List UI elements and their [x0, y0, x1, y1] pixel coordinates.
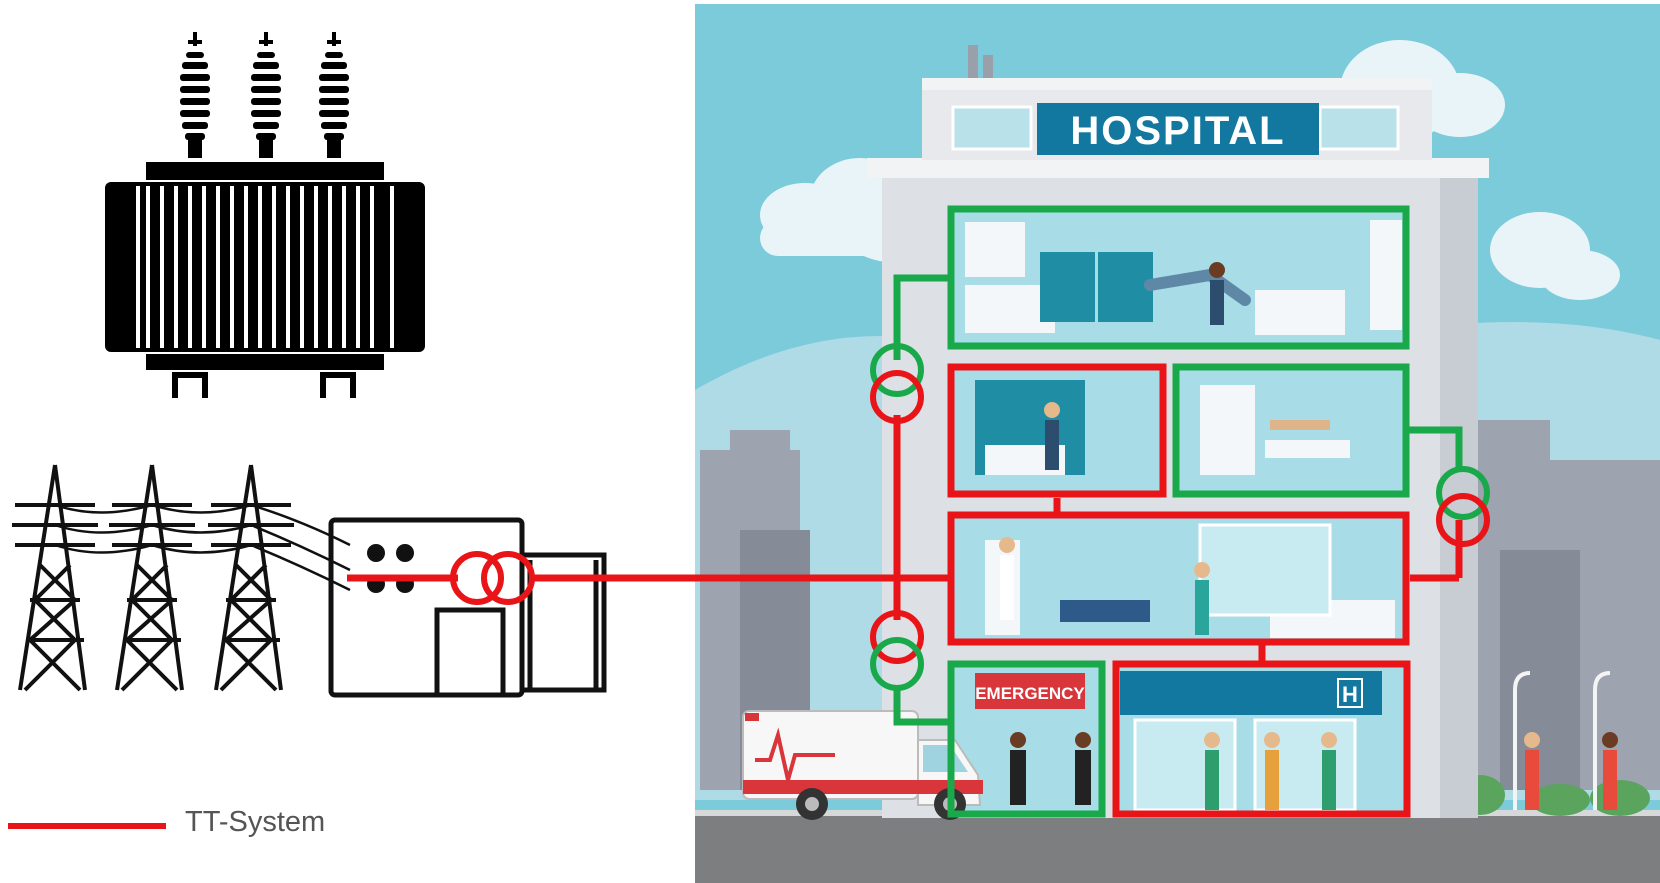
tower-2	[109, 464, 195, 692]
transformer-symbol-icon	[1436, 466, 1490, 547]
substation-terminals	[367, 544, 414, 593]
hospital-sign-text: HOSPITAL	[1070, 109, 1285, 153]
bushing-1	[180, 32, 210, 158]
transformer-symbol-icon	[870, 610, 924, 691]
bushing-3	[319, 32, 349, 158]
hospital-scene	[695, 4, 1660, 883]
room-tt-ward	[947, 363, 1167, 498]
transformer-symbol-icon	[870, 343, 924, 424]
tt-network	[347, 415, 1463, 662]
room-it-emergency	[947, 660, 1106, 818]
hospital-sign	[1037, 103, 1319, 155]
room-it-top	[947, 205, 1410, 350]
room-tt-clinic	[1112, 660, 1411, 818]
transformer-symbol-icon	[450, 551, 535, 605]
substation-icon	[328, 517, 607, 698]
room-tt-waiting	[947, 511, 1410, 646]
it-network	[893, 274, 1463, 726]
room-frames	[947, 205, 1411, 818]
tt-system-legend-line	[8, 823, 166, 829]
tt-system-legend-label: TT-System	[185, 806, 326, 838]
emergency-sign-text: EMERGENCY	[975, 684, 1085, 703]
room-it-surgery	[1172, 363, 1410, 498]
tower-3	[208, 464, 294, 692]
h-sign-text: H	[1342, 682, 1358, 707]
transmission-tower-icon	[12, 464, 351, 692]
transformer-icon	[105, 32, 425, 398]
emergency-sign	[975, 673, 1085, 709]
tower-1	[12, 464, 98, 692]
bushing-2	[251, 32, 281, 158]
